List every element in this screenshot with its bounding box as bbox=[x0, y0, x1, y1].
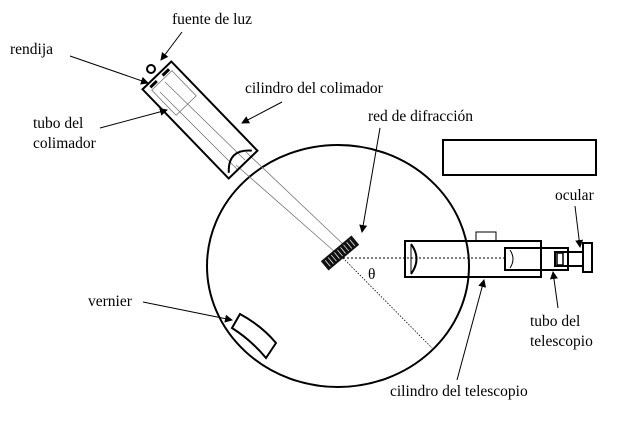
angle-theta: θ bbox=[368, 266, 375, 283]
diffraction-grating bbox=[320, 235, 360, 271]
slit bbox=[161, 68, 171, 77]
collimator bbox=[141, 60, 259, 180]
collimator-lens bbox=[227, 149, 252, 173]
label-telescope-tube-1: tubo del bbox=[530, 313, 580, 330]
label-eyepiece: ocular bbox=[555, 187, 595, 204]
spectrometer-table bbox=[206, 144, 470, 388]
collimator-cylinder bbox=[141, 60, 259, 180]
label-vernier: vernier bbox=[88, 293, 133, 310]
telescope bbox=[404, 231, 593, 278]
blank-box bbox=[442, 139, 597, 176]
label-collimator-tube-2: colimador bbox=[33, 135, 97, 152]
label-light-source: fuente de luz bbox=[172, 11, 252, 28]
telescope-tube bbox=[504, 247, 569, 271]
label-grating: red de difracción bbox=[368, 108, 473, 125]
label-telescope-tube-2: telescopio bbox=[530, 333, 593, 350]
diffracted-ray bbox=[342, 257, 433, 349]
vernier bbox=[230, 312, 278, 360]
light-source bbox=[146, 64, 156, 74]
label-collimator-cylinder: cilindro del colimador bbox=[245, 80, 384, 97]
label-collimator-tube-1: tubo del bbox=[33, 115, 83, 132]
telescope-cylinder bbox=[404, 240, 542, 278]
light-rays bbox=[159, 81, 346, 253]
label-telescope-cylinder: cilindro del telescopio bbox=[390, 383, 528, 400]
label-slit: rendija bbox=[10, 41, 53, 58]
telescope-knob bbox=[475, 231, 497, 242]
collimator-tube bbox=[151, 70, 197, 116]
